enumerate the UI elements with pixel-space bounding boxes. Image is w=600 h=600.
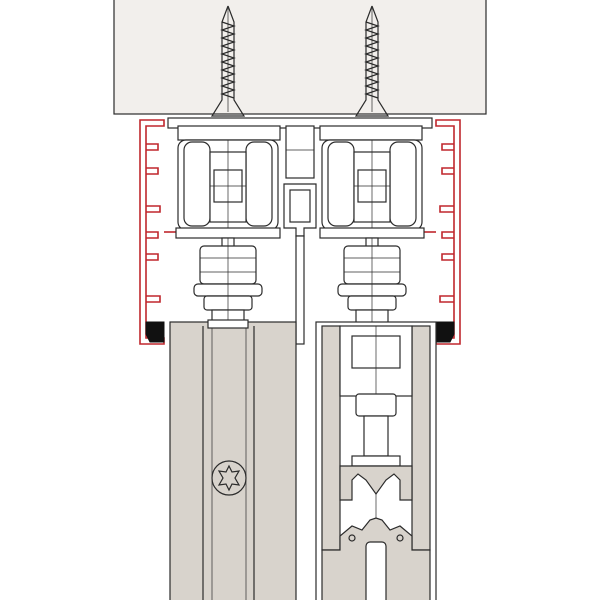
left-side-profile [139,119,176,345]
right-door-frame [315,321,437,600]
center-guide [283,183,317,345]
screw-icon [210,5,246,117]
right-brush-seal [435,321,455,343]
ceiling-block [113,0,487,115]
left-brush-seal [145,321,165,343]
left-trolley [175,139,281,327]
torx-screw-icon [211,460,247,496]
right-side-profile [424,119,461,345]
screw-icon [354,5,390,117]
right-trolley [319,139,425,327]
left-door-panel [169,319,297,600]
